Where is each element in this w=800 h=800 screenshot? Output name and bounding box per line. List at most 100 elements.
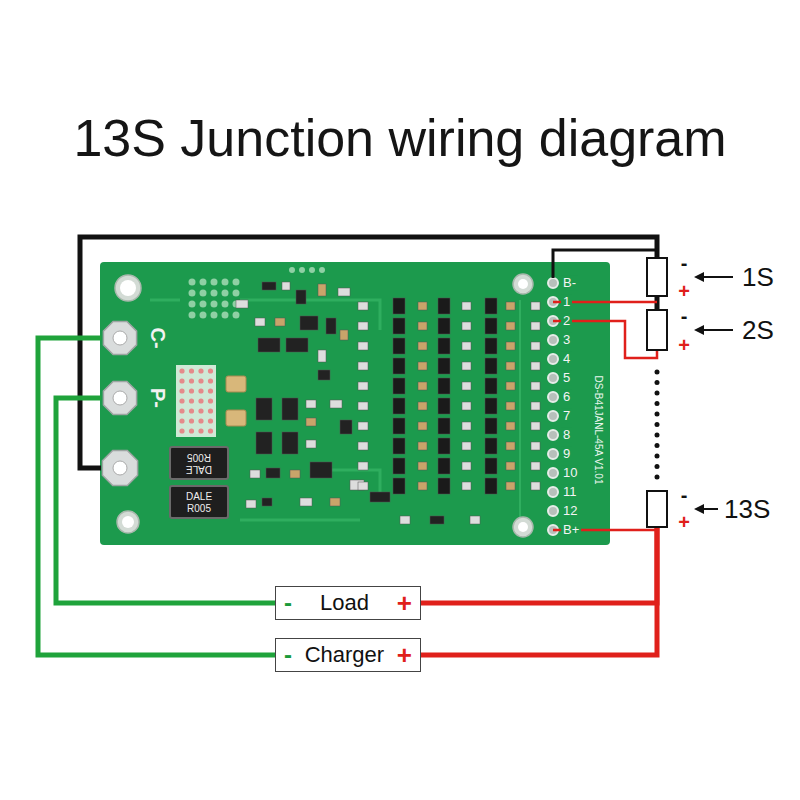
continuation-dot xyxy=(655,454,660,459)
balance-component xyxy=(438,338,450,354)
balance-component xyxy=(358,402,368,410)
balance-component xyxy=(531,482,540,490)
balance-component xyxy=(393,418,405,434)
negative-sign: - xyxy=(284,643,292,667)
balance-component xyxy=(506,402,515,410)
polarity-sign: + xyxy=(678,334,690,357)
balance-component xyxy=(358,342,368,350)
via xyxy=(233,312,240,319)
continuation-dot xyxy=(655,422,660,427)
via xyxy=(222,301,229,308)
via xyxy=(233,290,240,297)
polarity-sign: - xyxy=(681,252,688,275)
continuation-dot xyxy=(655,401,660,406)
smd-component xyxy=(256,432,272,454)
solder-pad-outline xyxy=(103,321,136,354)
thermal-via xyxy=(208,398,213,403)
smd-component xyxy=(290,470,300,478)
smd-component xyxy=(470,516,480,524)
terminal-label: C- xyxy=(146,327,169,348)
title-holder: 13S Junction wiring diagram xyxy=(0,108,800,168)
balance-component xyxy=(462,362,471,370)
leader-line xyxy=(702,276,733,278)
thermal-via xyxy=(208,418,213,423)
leader-line xyxy=(702,329,733,331)
balance-component xyxy=(438,298,450,314)
continuation-dot xyxy=(655,433,660,438)
smd-component xyxy=(296,290,306,304)
balance-component xyxy=(418,362,427,370)
balance-component xyxy=(485,358,497,374)
balance-component xyxy=(485,398,497,414)
balance-component xyxy=(485,478,497,494)
balance-component xyxy=(531,362,540,370)
balance-component xyxy=(462,342,471,350)
thermal-via xyxy=(208,388,213,393)
balance-component xyxy=(418,422,427,430)
leader-arrowhead xyxy=(694,504,704,514)
balance-component xyxy=(462,382,471,390)
via xyxy=(289,267,295,273)
balance-component xyxy=(462,462,471,470)
balance-component xyxy=(506,482,515,490)
pin-hole xyxy=(548,468,558,478)
wire xyxy=(56,398,275,603)
thermal-via xyxy=(189,418,194,423)
thermal-via xyxy=(189,368,194,373)
balance-component xyxy=(393,458,405,474)
balance-component xyxy=(462,302,471,310)
pin-label: 9 xyxy=(561,447,572,462)
solder-pad-hole xyxy=(113,331,127,345)
smd-component xyxy=(275,318,285,326)
cell-label: 2S xyxy=(742,315,774,346)
balance-component xyxy=(485,318,497,334)
via xyxy=(222,290,229,297)
balance-component xyxy=(393,398,405,414)
balance-component xyxy=(506,362,515,370)
pin-label: 2 xyxy=(561,314,572,329)
balance-component xyxy=(485,458,497,474)
smd-component xyxy=(330,400,342,408)
board-silkscreen: DS-B41JANL-45A V1.01 xyxy=(592,376,604,485)
balance-component xyxy=(531,402,540,410)
pin-hole xyxy=(548,278,558,288)
balance-component xyxy=(393,318,405,334)
balance-component xyxy=(462,482,471,490)
pin-hole xyxy=(548,411,558,421)
smd-component xyxy=(430,516,444,524)
solder-pad-outline xyxy=(103,381,136,414)
balance-component xyxy=(485,378,497,394)
thermal-via xyxy=(189,428,194,433)
black-wire xyxy=(80,237,657,468)
thermal-via xyxy=(198,368,203,373)
pin-label: 3 xyxy=(561,333,572,348)
smd-component xyxy=(300,498,312,506)
smd-component xyxy=(330,498,340,506)
balance-component xyxy=(438,378,450,394)
balance-component xyxy=(418,382,427,390)
thermal-via xyxy=(189,408,194,413)
polarity-sign: + xyxy=(678,511,690,534)
balance-component xyxy=(418,442,427,450)
pin-hole xyxy=(548,354,558,364)
pin-hole xyxy=(548,392,558,402)
balance-component xyxy=(358,382,368,390)
balance-component xyxy=(531,342,540,350)
continuation-dot xyxy=(655,370,660,375)
thermal-via xyxy=(179,378,184,383)
smd-component xyxy=(250,470,260,478)
thermal-via xyxy=(208,368,213,373)
leader-line xyxy=(702,508,718,510)
resistor-marking: DALE R005 xyxy=(176,452,222,475)
copper-trace xyxy=(240,300,380,330)
pin-hole xyxy=(548,430,558,440)
cell-label: 13S xyxy=(724,494,770,525)
current-sense-resistor xyxy=(170,447,228,479)
thermal-via xyxy=(179,418,184,423)
balance-component xyxy=(531,382,540,390)
via xyxy=(200,290,207,297)
terminal-label: P- xyxy=(146,388,169,408)
thermal-via xyxy=(208,408,213,413)
load-box: -Load+ xyxy=(275,586,421,620)
